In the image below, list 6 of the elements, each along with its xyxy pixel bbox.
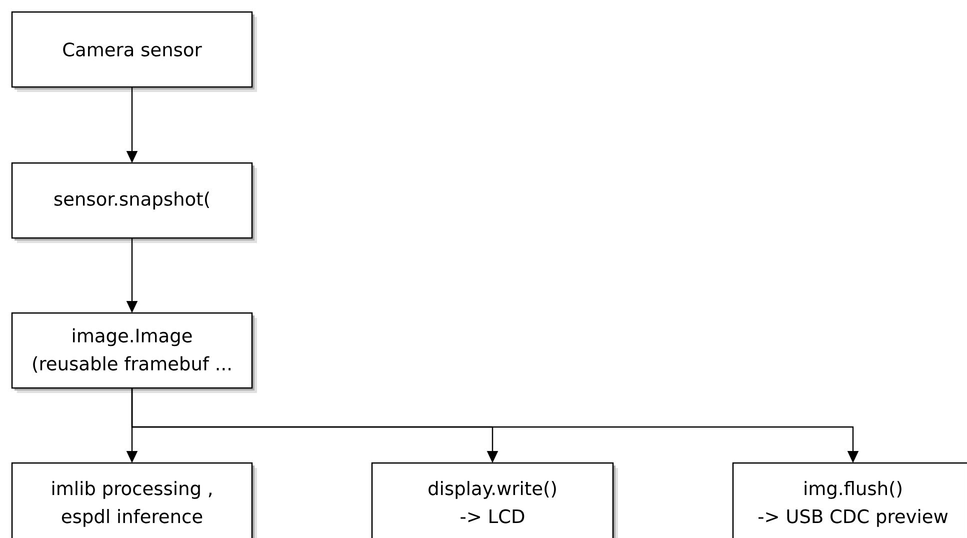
process-box: Camera sensor (11, 11, 257, 92)
process-box: sensor.snapshot( (11, 162, 257, 243)
process-box: display.write() -> LCD (371, 462, 618, 538)
process-box: img.flush() -> USB CDC preview (732, 462, 967, 538)
process-box: imlib processing , espdl inference (11, 462, 257, 538)
process-box: image.Image (reusable framebuf ... (11, 312, 257, 393)
